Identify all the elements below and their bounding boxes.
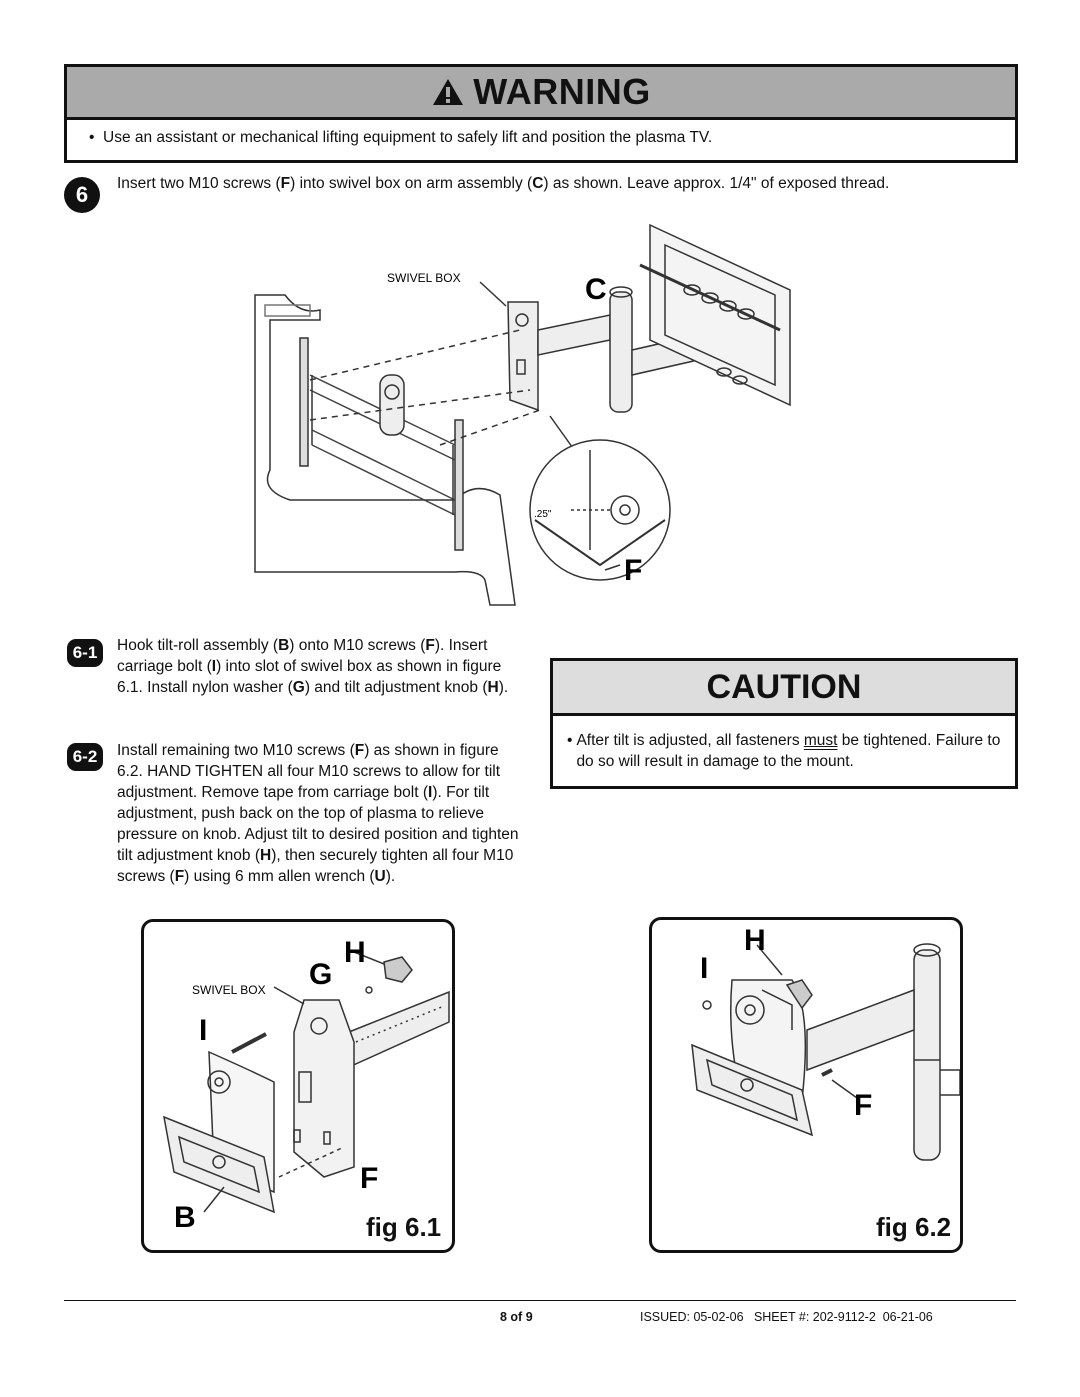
ref-h: H [487, 679, 499, 696]
page-number: 8 of 9 [500, 1310, 533, 1324]
warning-text-row: • Use an assistant or mechanical lifting … [67, 120, 1015, 147]
ref-f: F [425, 637, 435, 654]
text: After tilt is adjusted, all fasteners [576, 732, 804, 749]
figure-6-2-drawing: H I F [691, 924, 961, 1161]
letter-f: F [624, 554, 642, 587]
letter-i: I [700, 952, 708, 985]
figure-6-1: SWIVEL BOX H G I F B fig 6.1 [141, 919, 455, 1253]
footer-divider [64, 1300, 1016, 1301]
letter-h: H [744, 924, 766, 957]
caution-text: After tilt is adjusted, all fasteners mu… [576, 730, 1001, 772]
warning-header: WARNING [67, 67, 1015, 120]
figure-6-2-label: fig 6.2 [876, 1212, 952, 1242]
caution-title: CAUTION [553, 661, 1015, 716]
issue-info: ISSUED: 05-02-06 SHEET #: 202-9112-2 06-… [640, 1310, 933, 1324]
caution-text-row: • After tilt is adjusted, all fasteners … [553, 716, 1015, 772]
ref-g: G [292, 679, 305, 696]
letter-i: I [199, 1014, 207, 1047]
warning-box: WARNING • Use an assistant or mechanical … [64, 64, 1018, 163]
warning-title: WARNING [473, 71, 651, 112]
warning-text: Use an assistant or mechanical lifting e… [103, 129, 713, 146]
letter-f: F [854, 1089, 872, 1122]
figure-6-2: H I F fig 6.2 [649, 917, 963, 1253]
text: ). [498, 679, 509, 696]
ref-f: F [280, 175, 291, 192]
bullet: • [89, 129, 95, 146]
text: Insert two M10 screws ( [117, 175, 281, 192]
ref-i: I [428, 784, 433, 801]
letter-h: H [344, 936, 366, 969]
text: ) and tilt adjustment knob ( [304, 679, 488, 696]
text: ). Insert carriage bolt ( [117, 637, 488, 675]
swivel-box-label: SWIVEL BOX [192, 983, 266, 997]
step-6-badge: 6 [64, 177, 100, 213]
letter-f: F [360, 1162, 378, 1195]
letter-c: C [585, 273, 607, 306]
ref-b: B [278, 637, 290, 654]
step-6-2-badge: 6-2 [67, 743, 103, 771]
caution-box: CAUTION • After tilt is adjusted, all fa… [550, 658, 1018, 789]
bullet: • [567, 732, 573, 749]
figure-6-1-label: fig 6.1 [366, 1212, 442, 1242]
text: ) as shown. Leave approx. 1/4" of expose… [543, 175, 890, 192]
measure-label: .25" [534, 509, 552, 520]
text: ) using 6 mm allen wrench ( [184, 868, 375, 885]
step-6-1-text: Hook tilt-roll assembly (B) onto M10 scr… [117, 635, 517, 698]
ref-u: U [374, 868, 386, 885]
letter-g: G [309, 958, 332, 991]
text: ). For tilt adjustment, push back on the… [117, 784, 519, 864]
step-6-2-text: Install remaining two M10 screws (F) as … [117, 740, 519, 887]
text: Hook tilt-roll assembly ( [117, 637, 279, 654]
main-assembly-diagram: SWIVEL BOX C F .25" [254, 223, 791, 606]
letter-b: B [174, 1201, 196, 1234]
text: ) into slot of swivel box as shown in fi… [117, 658, 502, 696]
ref-f: F [174, 868, 185, 885]
ref-f: F [354, 742, 365, 759]
ref-c: C [532, 175, 544, 192]
swivel-box-label: SWIVEL BOX [387, 271, 461, 285]
warning-triangle-icon [433, 79, 464, 105]
figure-6-1-drawing: SWIVEL BOX H G I F B [163, 936, 450, 1234]
ref-i: I [211, 658, 217, 675]
text: ), then securely tighten all four M10 sc… [117, 847, 514, 885]
step-6-1-badge: 6-1 [67, 639, 103, 667]
text: ) into swivel box on arm assembly ( [290, 175, 533, 192]
text: ) as shown in figure 6.2. HAND TIGHTEN a… [117, 742, 501, 801]
ref-h: H [260, 847, 272, 864]
text: ). [385, 868, 396, 885]
text: ) onto M10 screws ( [289, 637, 426, 654]
step-6-text: Insert two M10 screws (F) into swivel bo… [117, 173, 947, 194]
emphasis-must: must [803, 732, 838, 749]
text: be tightened. Failure to do so will resu… [576, 732, 1001, 770]
text: Install remaining two M10 screws ( [117, 742, 355, 759]
